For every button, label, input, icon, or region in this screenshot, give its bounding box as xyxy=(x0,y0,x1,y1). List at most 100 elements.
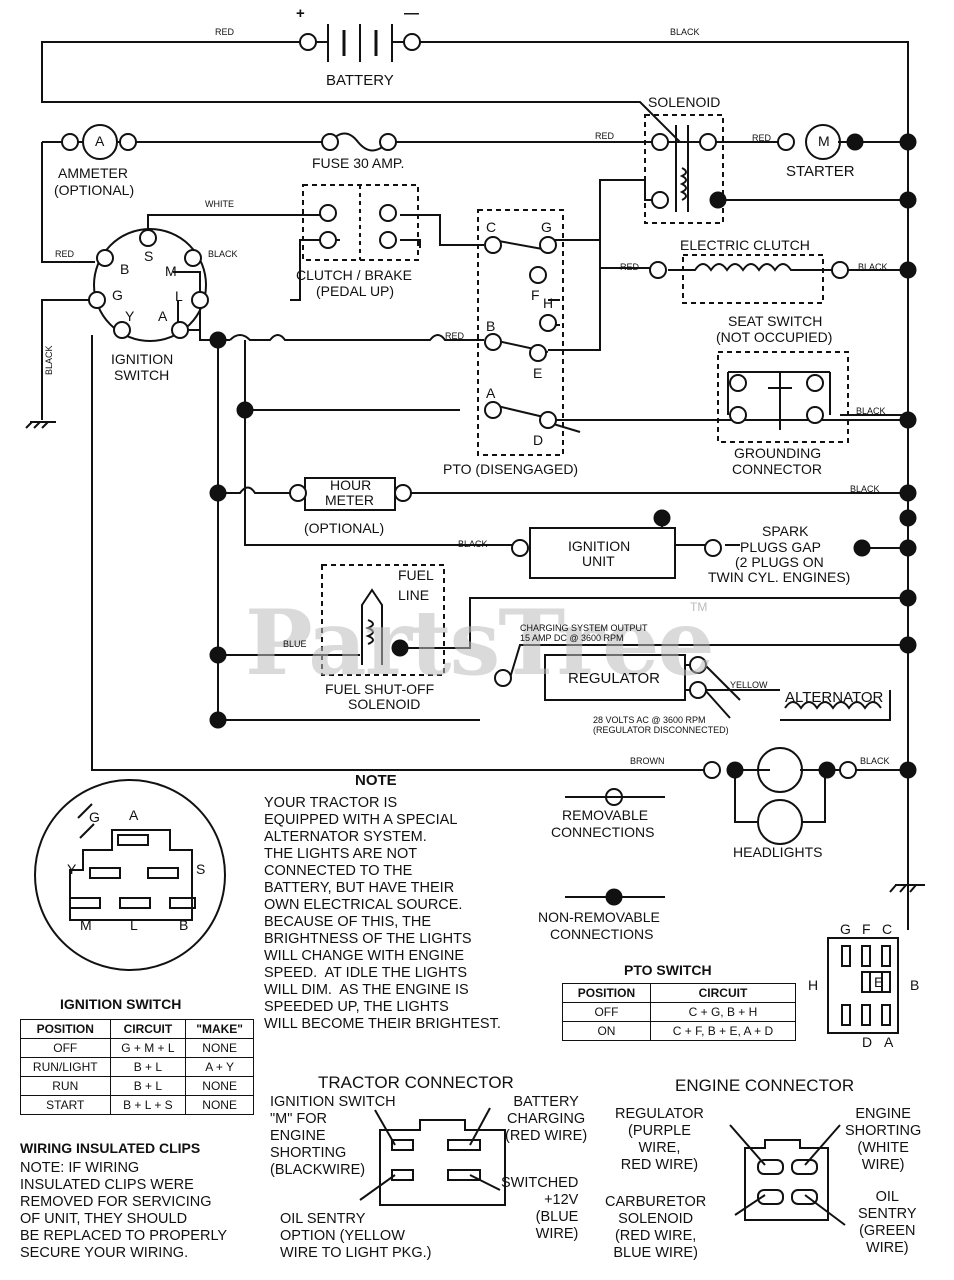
terminal-fixed xyxy=(209,646,227,664)
wire-label: BLACK xyxy=(856,406,886,416)
grounding-label: GROUNDING xyxy=(734,445,822,461)
ignition-switch-body xyxy=(93,228,207,342)
wire-label: BLACK xyxy=(670,27,700,37)
wire-label: BLACK xyxy=(208,249,238,259)
tractor-ign-m: IGNITION SWITCH "M" FOR ENGINE SHORTING … xyxy=(270,1094,396,1178)
battery-minus: — xyxy=(404,5,419,22)
ammeter-label: AMMETER xyxy=(58,165,128,181)
wire-label: RED xyxy=(620,262,640,272)
ign-terminal-y: Y xyxy=(125,308,135,324)
terminal-removable xyxy=(484,401,502,419)
pto-terminal-d: D xyxy=(533,432,544,448)
wire-label: BLUE xyxy=(283,639,307,649)
pto-terminal-e: E xyxy=(533,365,543,381)
legend-removable: REMOVABLE xyxy=(562,807,649,823)
wire-label: BLACK xyxy=(850,484,880,494)
ammeter-symbol xyxy=(82,124,118,160)
terminal-removable xyxy=(403,33,421,51)
ign-terminal-g: G xyxy=(112,287,123,303)
electric-clutch-box xyxy=(682,254,824,304)
spark-plugs-twin: TWIN CYL. ENGINES) xyxy=(708,569,851,585)
tractor-oil: OIL SENTRY OPTION (YELLOW WIRE TO LIGHT … xyxy=(280,1211,432,1261)
terminal-removable xyxy=(529,344,547,362)
pto-face-e: E xyxy=(874,974,884,990)
terminal-fixed xyxy=(899,191,917,209)
seat-switch-state: (NOT OCCUPIED) xyxy=(716,329,833,345)
fuel-label: FUEL xyxy=(398,567,434,583)
pto-face-d: D xyxy=(862,1034,873,1050)
spark-plugs-label: SPARK xyxy=(762,523,809,539)
terminal-removable xyxy=(171,321,189,339)
electric-clutch-label: ELECTRIC CLUTCH xyxy=(680,237,810,253)
fuel-line-label: LINE xyxy=(398,587,430,603)
face-s: S xyxy=(196,861,206,877)
wire-label: WHITE xyxy=(205,199,234,209)
legend-fixed: NON-REMOVABLE xyxy=(538,909,660,925)
terminal-fixed xyxy=(899,539,917,557)
terminal-removable xyxy=(379,204,397,222)
table-header: CIRCUIT xyxy=(649,983,797,1003)
terminal-fixed xyxy=(236,401,254,419)
solenoid-label: SOLENOID xyxy=(648,94,721,110)
wiring-clips-text: NOTE: IF WIRING INSULATED CLIPS WERE REM… xyxy=(20,1160,228,1261)
terminal-removable xyxy=(511,539,529,557)
engine-oil: OIL SENTRY (GREEN WIRE) xyxy=(858,1189,917,1256)
alternator-label: ALTERNATOR xyxy=(785,689,884,706)
pto-face xyxy=(827,937,899,1034)
wire-label: RED xyxy=(752,133,772,143)
wire-label: BLACK xyxy=(458,539,488,549)
terminal-removable xyxy=(651,133,669,151)
terminal-removable xyxy=(379,231,397,249)
terminal-fixed xyxy=(899,589,917,607)
terminal-removable xyxy=(119,133,137,151)
legend-removable-2: CONNECTIONS xyxy=(551,824,655,840)
starter-symbol xyxy=(805,124,841,160)
pto-terminal-c: C xyxy=(486,219,497,235)
ign-terminal-m: M xyxy=(165,263,177,279)
fuel-solenoid-label-2: SOLENOID xyxy=(348,696,421,712)
terminal-fixed xyxy=(899,411,917,429)
wire-label: RED xyxy=(215,27,235,37)
terminal-removable xyxy=(539,314,557,332)
pto-face-h: H xyxy=(808,977,819,993)
terminal-removable xyxy=(379,133,397,151)
legend-fixed-2: CONNECTIONS xyxy=(550,926,654,942)
engine-connector-title: ENGINE CONNECTOR xyxy=(675,1076,855,1095)
terminal-removable xyxy=(321,133,339,151)
engine-carb: CARBURETOR SOLENOID (RED WIRE, BLUE WIRE… xyxy=(605,1194,707,1261)
terminal-removable xyxy=(651,191,669,209)
wire-label: RED xyxy=(445,331,465,341)
ground-symbol-left xyxy=(25,421,56,429)
terminal-fixed xyxy=(899,484,917,502)
pto-terminal-g: G xyxy=(541,219,552,235)
terminal-fixed xyxy=(818,761,836,779)
table-header: CIRCUIT xyxy=(109,1019,187,1039)
pto-face-c: C xyxy=(882,921,893,937)
charging-output-rate: 15 AMP DC @ 3600 RPM xyxy=(520,633,624,643)
terminal-removable xyxy=(806,406,824,424)
ign-terminal-b: B xyxy=(120,261,130,277)
hour-meter-optional: (OPTIONAL) xyxy=(304,520,385,536)
terminal-removable xyxy=(699,133,717,151)
ignition-unit-box xyxy=(529,527,676,579)
wire-label: BLACK xyxy=(44,345,54,375)
terminal-removable xyxy=(319,231,337,249)
terminal-removable xyxy=(299,33,317,51)
terminal-removable xyxy=(689,681,707,699)
wiring-clips-title: WIRING INSULATED CLIPS xyxy=(20,1140,201,1156)
terminal-removable xyxy=(539,411,557,429)
fuel-solenoid-box xyxy=(321,564,445,676)
wire-battery-black xyxy=(415,41,909,930)
terminal-fixed xyxy=(209,484,227,502)
terminal-removable xyxy=(539,236,557,254)
terminal-removable xyxy=(689,656,707,674)
terminal-removable xyxy=(806,374,824,392)
spark-plugs-gap: PLUGS GAP xyxy=(740,539,821,555)
terminal-fixed xyxy=(391,639,409,657)
watermark: PartsTree xyxy=(245,590,715,696)
terminal-removable xyxy=(831,261,849,279)
